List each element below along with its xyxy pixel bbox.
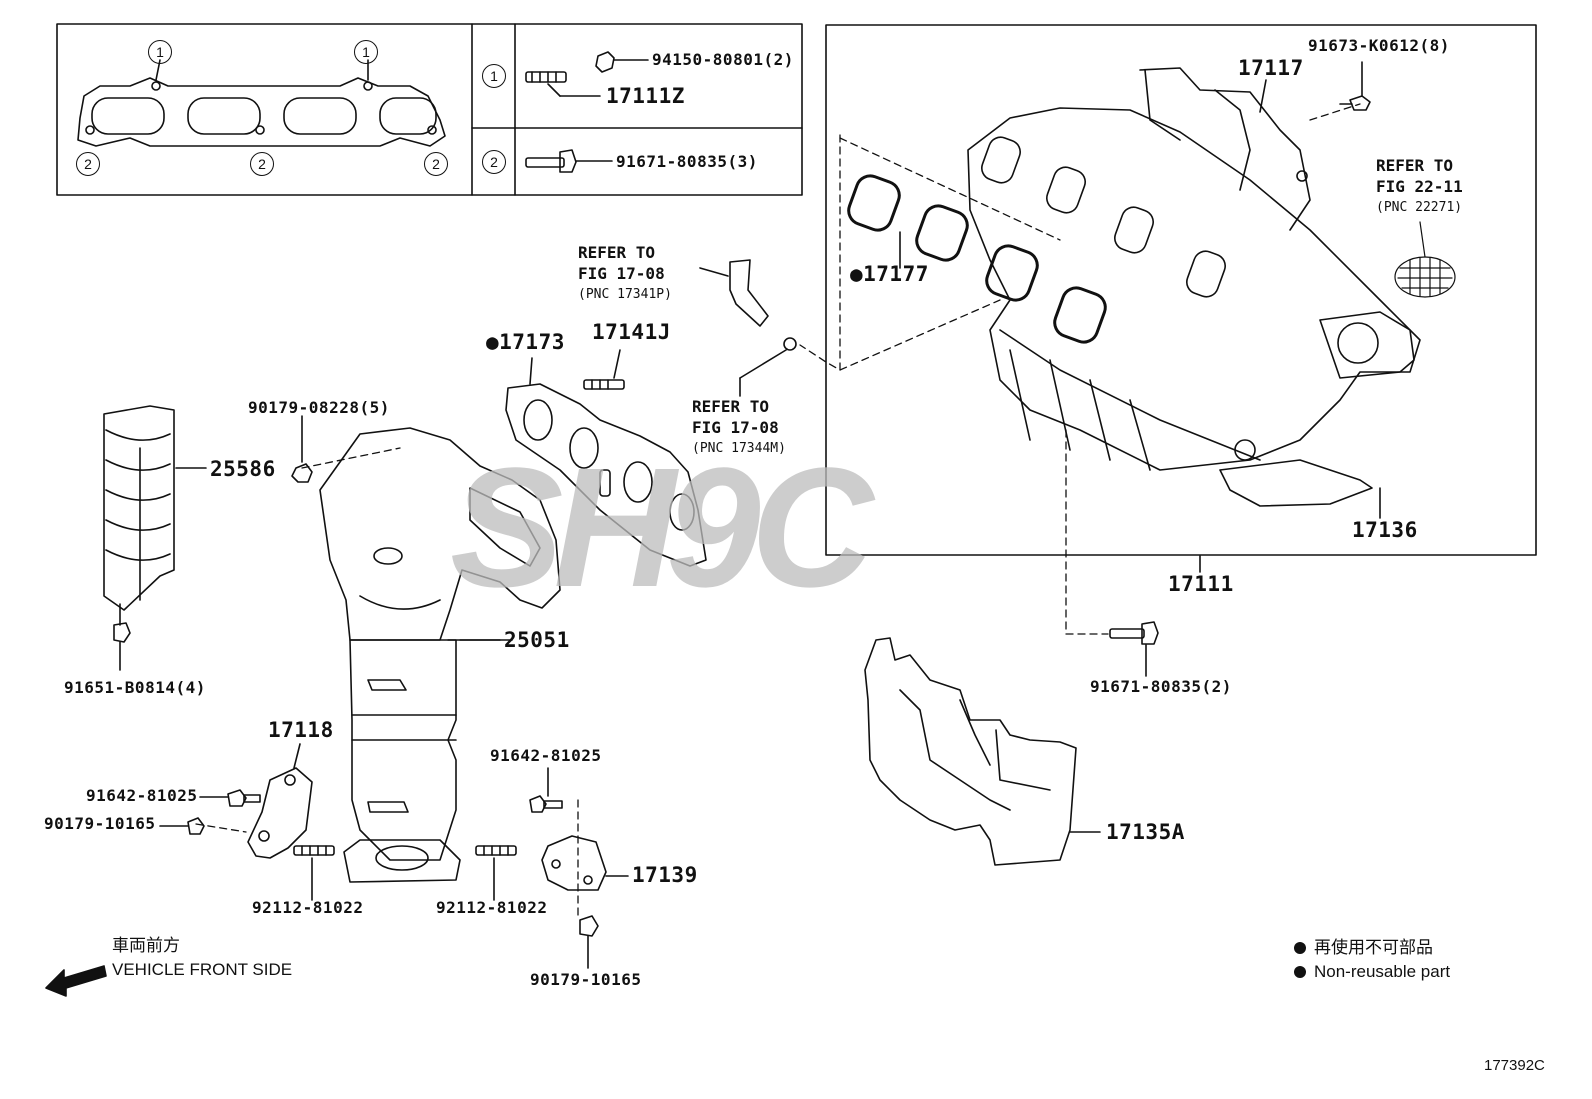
part-17177: ●17177 [850, 262, 929, 286]
part-17141J: 17141J [592, 320, 671, 344]
bolt-91642-left [199, 789, 261, 807]
figure-id: 177392C [1484, 1057, 1545, 1074]
part-90179-10165-left: 90179-10165 [44, 814, 156, 833]
stud-92112-right [475, 845, 517, 901]
part-91671-2: 91671-80835(2) [1090, 677, 1232, 696]
bracket-17139 [541, 835, 629, 891]
inset-gasket [77, 59, 446, 147]
part-17139: 17139 [632, 863, 698, 887]
heat-insulator [103, 405, 207, 671]
inset-row2-num: 2 [482, 150, 506, 174]
part-25586: 25586 [210, 457, 276, 481]
vehicle-front-en: VEHICLE FRONT SIDE [112, 960, 293, 979]
non-reusable-dot-icon [1294, 966, 1306, 978]
part-91642-right: 91642-81025 [490, 746, 602, 765]
lower-cover [864, 637, 1101, 866]
bolt-91673 [1339, 61, 1371, 111]
intake-manifold [967, 67, 1421, 507]
part-17111: 17111 [1168, 572, 1234, 596]
part-17135A: 17135A [1106, 820, 1185, 844]
inset-row1-num: 1 [482, 64, 506, 88]
front-arrow [45, 965, 107, 997]
part-17173: ●17173 [486, 330, 565, 354]
exhaust-gasket [505, 357, 707, 567]
watermark: SH9C [450, 433, 873, 623]
nut-90179-left [159, 817, 205, 835]
part-17117: 17117 [1238, 56, 1304, 80]
intake-manifold-frame [825, 24, 1537, 556]
pcv-hose [699, 259, 797, 397]
inset-callout-2: 2 [424, 152, 448, 176]
inset-stud-and-nut [525, 51, 649, 97]
part-91651: 91651-B0814(4) [64, 678, 206, 697]
bolt-91671-2 [1109, 621, 1159, 677]
inset-callout-1: 1 [354, 40, 378, 64]
part-25051: 25051 [504, 628, 570, 652]
part-91671-3: 91671-80835(3) [616, 152, 758, 171]
manifold-gaskets [847, 174, 1107, 344]
nut-90179-08228 [291, 463, 313, 483]
part-92112-right: 92112-81022 [436, 898, 548, 917]
inset-frame [56, 23, 803, 196]
stud-17141J [583, 349, 625, 390]
inset-callout-1: 1 [148, 40, 172, 64]
vehicle-front-jp: 車両前方 [112, 936, 180, 955]
nut-90179-bottom [579, 915, 599, 969]
throttle-gasket [1394, 221, 1456, 298]
legend-item-en: Non-reusable part [1294, 960, 1450, 984]
part-17118: 17118 [268, 718, 334, 742]
inset-bolt [525, 149, 613, 173]
bolt-91642-right [529, 767, 563, 813]
part-94150: 94150-80801(2) [652, 50, 794, 69]
part-90179-10165-bottom: 90179-10165 [530, 970, 642, 989]
part-91673: 91673-K0612(8) [1308, 36, 1450, 55]
legend-item-jp: 再使用不可部品 [1294, 936, 1433, 960]
part-17111Z: 17111Z [606, 84, 685, 108]
part-92112-left: 92112-81022 [252, 898, 364, 917]
inset-callout-2: 2 [76, 152, 100, 176]
bracket-17118 [247, 743, 313, 859]
stud-92112-left [293, 845, 335, 901]
inset-callout-2: 2 [250, 152, 274, 176]
part-90179-08228: 90179-08228(5) [248, 398, 390, 417]
exhaust-manifold [319, 427, 561, 883]
part-17136: 17136 [1352, 518, 1418, 542]
part-91642-left: 91642-81025 [86, 786, 198, 805]
non-reusable-dot-icon [1294, 942, 1306, 954]
